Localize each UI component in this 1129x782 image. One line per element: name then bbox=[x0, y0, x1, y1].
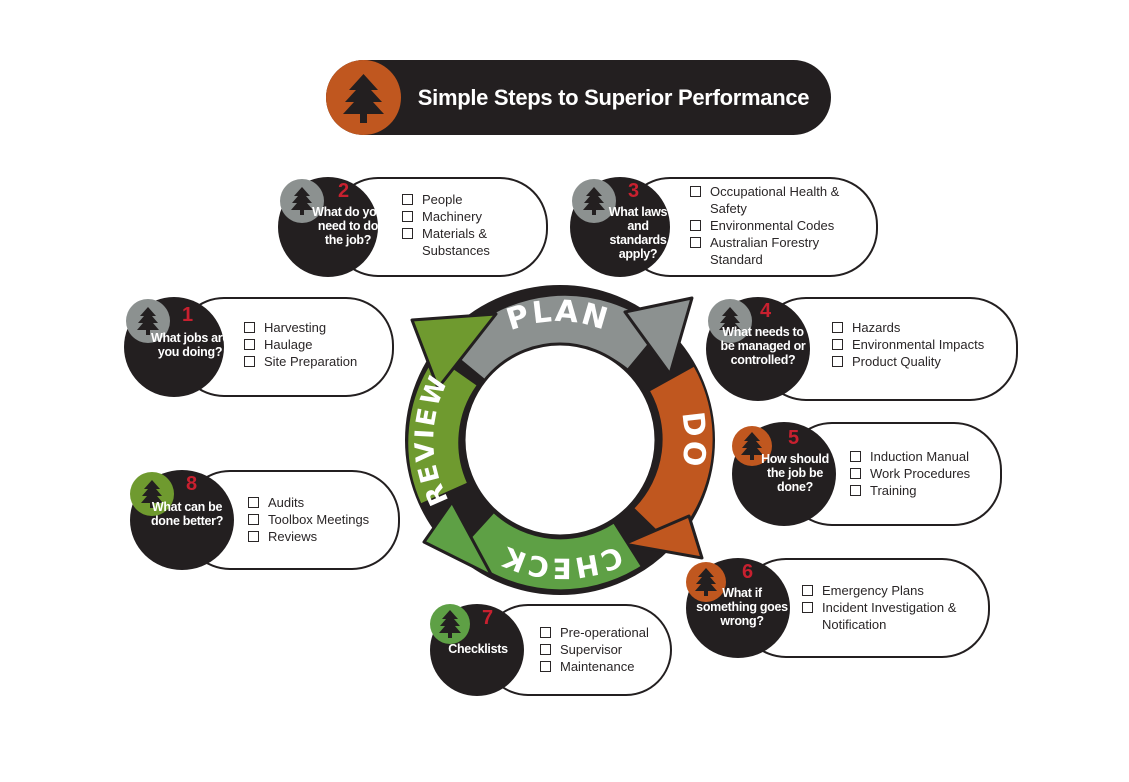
step-number: 3 bbox=[628, 180, 640, 202]
tree-icon bbox=[708, 299, 752, 343]
step-5-card: 5 How should the job be done? Induction … bbox=[732, 422, 1002, 526]
checklist-item: Harvesting bbox=[244, 319, 384, 336]
step-question: How should the job be done? bbox=[761, 452, 829, 494]
checklist-item: Haulage bbox=[244, 336, 384, 353]
checkbox-icon bbox=[832, 339, 843, 350]
step-number: 5 bbox=[788, 427, 800, 449]
checklist-item: Maintenance bbox=[540, 658, 670, 675]
step-2-card: 2 What do you need to do the job? People… bbox=[278, 177, 548, 277]
tree-icon bbox=[732, 426, 772, 466]
step-number: 8 bbox=[186, 473, 198, 495]
checklist-item: Supervisor bbox=[540, 641, 670, 658]
step-6-card: 6 What if something goes wrong? Emergenc… bbox=[686, 558, 990, 658]
step-1-card: 1 What jobs are you doing? Harvesting Ha… bbox=[124, 297, 394, 397]
checkbox-icon bbox=[248, 497, 259, 508]
page-title: Simple Steps to Superior Performance bbox=[417, 85, 810, 110]
step-checklist: Emergency Plans Incident Investigation &… bbox=[802, 582, 986, 633]
checklist-item: Hazards bbox=[832, 319, 1014, 336]
checkbox-icon bbox=[850, 485, 861, 496]
step-4-card: 4 What needs to be managed or controlled… bbox=[706, 297, 1018, 401]
review-arrowhead bbox=[410, 312, 498, 390]
checkbox-icon bbox=[850, 468, 861, 479]
step-checklist: Audits Toolbox Meetings Reviews bbox=[248, 494, 398, 545]
check-segment bbox=[460, 513, 641, 590]
step-question: What do you need to do the job? bbox=[312, 205, 384, 247]
step-number: 7 bbox=[482, 607, 494, 629]
checkbox-icon bbox=[690, 237, 701, 248]
checkbox-icon bbox=[244, 339, 255, 350]
step-question: What needs to be managed or controlled? bbox=[720, 325, 806, 367]
step-3-card: 3 What laws and standards apply? Occupat… bbox=[570, 177, 878, 277]
checkbox-icon bbox=[244, 356, 255, 367]
step-number: 1 bbox=[182, 304, 194, 326]
checklist-item: Toolbox Meetings bbox=[248, 511, 398, 528]
checkbox-icon bbox=[540, 661, 551, 672]
checklist-item: Environmental Codes bbox=[690, 217, 862, 234]
checklist-item: Work Procedures bbox=[850, 465, 1000, 482]
step-checklist: Hazards Environmental Impacts Product Qu… bbox=[832, 319, 1014, 370]
checkbox-icon bbox=[690, 186, 701, 197]
checkbox-icon bbox=[248, 514, 259, 525]
checklist-item: Audits bbox=[248, 494, 398, 511]
tree-icon bbox=[430, 604, 470, 644]
tree-icon bbox=[280, 179, 324, 223]
checklist-item: People bbox=[402, 191, 538, 208]
tree-icon bbox=[572, 179, 616, 223]
checklist-item: Site Preparation bbox=[244, 353, 384, 370]
do-arrowhead bbox=[622, 514, 704, 560]
checkbox-icon bbox=[402, 228, 413, 239]
step-checklist: Induction Manual Work Procedures Trainin… bbox=[850, 448, 1000, 499]
checkbox-icon bbox=[802, 585, 813, 596]
step-number: 4 bbox=[760, 300, 772, 322]
checklist-item: Induction Manual bbox=[850, 448, 1000, 465]
step-number: 2 bbox=[338, 180, 350, 202]
checklist-item: Training bbox=[850, 482, 1000, 499]
check-arrowhead bbox=[422, 500, 494, 578]
do-segment bbox=[634, 366, 713, 544]
checklist-item: Product Quality bbox=[832, 353, 1014, 370]
tree-icon bbox=[126, 299, 170, 343]
step-checklist: Occupational Health & Safety Environment… bbox=[690, 183, 862, 268]
step-question: Checklists bbox=[448, 642, 508, 656]
plan-arrowhead bbox=[623, 296, 694, 376]
checklist-item: Machinery bbox=[402, 208, 538, 225]
checkbox-icon bbox=[540, 644, 551, 655]
checkbox-icon bbox=[802, 602, 813, 613]
tree-icon bbox=[686, 562, 726, 602]
step-question: What if something goes wrong? bbox=[696, 586, 788, 628]
checklist-item: Australian Forestry Standard bbox=[690, 234, 862, 268]
checklist-item: Occupational Health & Safety bbox=[690, 183, 862, 217]
checklist-item: Materials & Substances bbox=[402, 225, 538, 259]
step-question: What can be done better? bbox=[150, 500, 224, 528]
checklist-item: Pre-operational bbox=[540, 624, 670, 641]
plan-segment bbox=[449, 295, 660, 383]
checkbox-icon bbox=[248, 531, 259, 542]
checkbox-icon bbox=[850, 451, 861, 462]
checkbox-icon bbox=[690, 220, 701, 231]
step-checklist: People Machinery Materials & Substances bbox=[402, 191, 538, 259]
title-banner: Simple Steps to Superior Performance bbox=[326, 60, 831, 135]
step-question: What jobs are you doing? bbox=[150, 331, 230, 359]
step-number: 6 bbox=[742, 561, 754, 583]
step-question: What laws and standards apply? bbox=[608, 205, 668, 261]
checklist-item: Environmental Impacts bbox=[832, 336, 1014, 353]
checklist-item: Reviews bbox=[248, 528, 398, 545]
plan-do-check-review-cycle: PLAN DO CHECK REVIEW bbox=[405, 285, 715, 595]
step-checklist: Harvesting Haulage Site Preparation bbox=[244, 319, 384, 370]
step-7-card: 7 Checklists Pre-operational Supervisor … bbox=[430, 604, 672, 696]
review-segment bbox=[408, 356, 477, 504]
checkbox-icon bbox=[244, 322, 255, 333]
tree-icon bbox=[130, 472, 174, 516]
checkbox-icon bbox=[402, 211, 413, 222]
checklist-item: Emergency Plans bbox=[802, 582, 986, 599]
checkbox-icon bbox=[402, 194, 413, 205]
checklist-item: Incident Investigation & Notification bbox=[802, 599, 986, 633]
step-8-card: 8 What can be done better? Audits Toolbo… bbox=[130, 470, 400, 570]
checkbox-icon bbox=[832, 322, 843, 333]
tree-logo-icon bbox=[326, 60, 401, 135]
checkbox-icon bbox=[832, 356, 843, 367]
step-checklist: Pre-operational Supervisor Maintenance bbox=[540, 624, 670, 675]
checkbox-icon bbox=[540, 627, 551, 638]
